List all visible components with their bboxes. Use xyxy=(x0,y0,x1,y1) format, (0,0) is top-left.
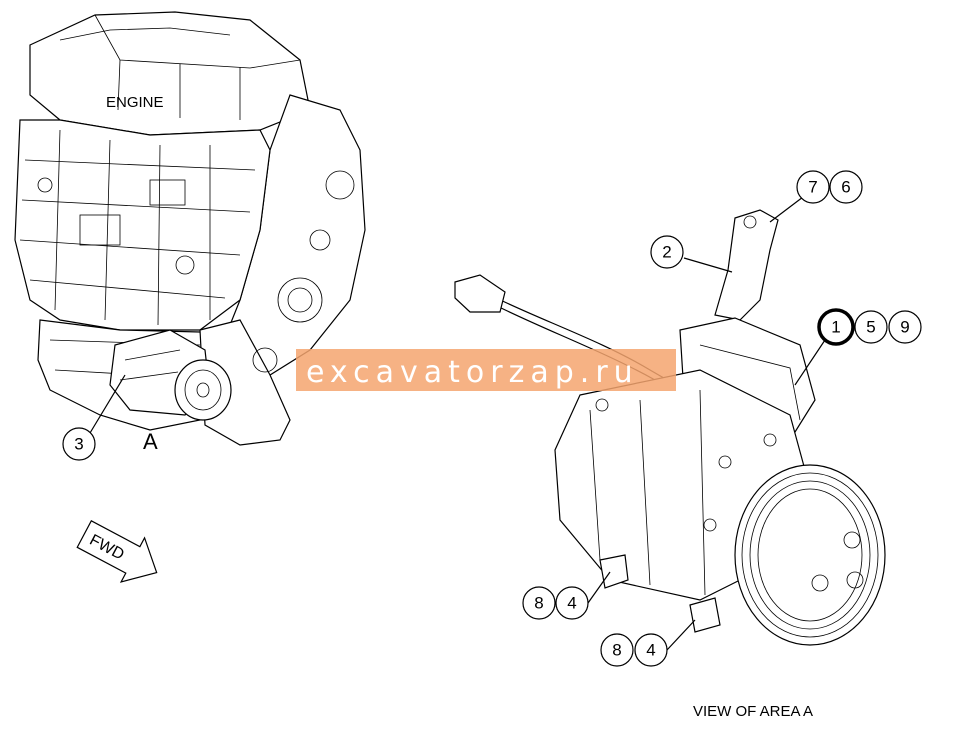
callout-8b-circle xyxy=(600,633,634,667)
callout-7: 7 xyxy=(808,178,817,197)
callout-5-circle xyxy=(854,310,888,344)
watermark-text: excavatorzap.ru xyxy=(306,355,639,390)
leader-84b xyxy=(666,619,696,651)
compressor-drawing xyxy=(454,209,886,646)
leader-84a xyxy=(587,571,611,604)
view-of-area-label: VIEW OF AREA A xyxy=(693,703,813,720)
fwd-arrow-icon: FWD xyxy=(76,520,158,583)
callout-2: 2 xyxy=(662,243,671,262)
leader-2 xyxy=(683,257,733,273)
callout-1: 1 xyxy=(831,318,840,337)
callout-7-circle xyxy=(796,170,830,204)
leader-76 xyxy=(769,196,804,223)
callout-4a-circle xyxy=(555,586,589,620)
watermark: excavatorzap.ru xyxy=(296,349,676,391)
callout-8b: 8 xyxy=(612,641,621,660)
engine-label: ENGINE xyxy=(106,94,164,111)
callout-1-highlight xyxy=(817,308,855,346)
callout-9-circle xyxy=(888,310,922,344)
engine-drawing xyxy=(14,11,366,446)
callout-8a-circle xyxy=(522,586,556,620)
leader-159 xyxy=(794,339,826,386)
callout-2-circle xyxy=(650,235,684,269)
callout-4a: 4 xyxy=(567,594,576,613)
callout-3: 3 xyxy=(74,435,83,454)
callout-4b-circle xyxy=(634,633,668,667)
area-a-label: A xyxy=(143,429,158,454)
callout-5: 5 xyxy=(866,318,875,337)
callout-8a: 8 xyxy=(534,594,543,613)
leader-3 xyxy=(89,374,126,434)
callout-6-circle xyxy=(829,170,863,204)
callout-9: 9 xyxy=(900,318,909,337)
callout-3-circle xyxy=(62,427,96,461)
callout-6: 6 xyxy=(841,178,850,197)
callout-4b: 4 xyxy=(646,641,655,660)
